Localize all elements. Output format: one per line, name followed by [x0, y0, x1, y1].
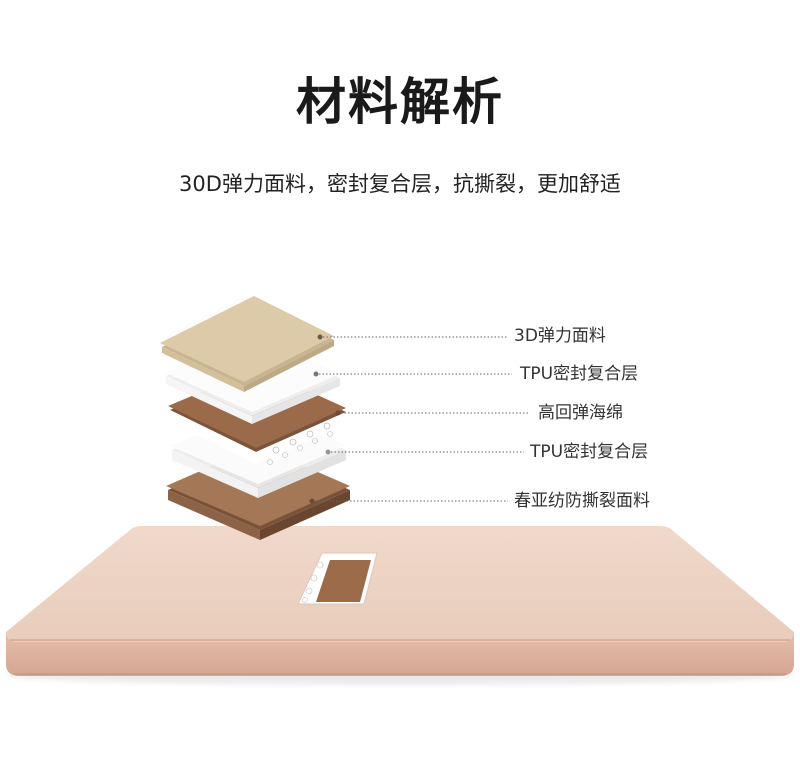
- page-subtitle: 30D弹力面料，密封复合层，抗撕裂，更加舒适: [179, 172, 621, 196]
- layer-label-sponge: 高回弹海绵: [538, 403, 623, 423]
- page-title: 材料解析: [296, 73, 504, 131]
- layer-label-tpu-lower: TPU密封复合层: [530, 442, 649, 462]
- layer-label-bottom-fabric: 春亚纺防撕裂面料: [514, 491, 650, 511]
- layer-label-tpu-upper: TPU密封复合层: [520, 364, 639, 384]
- mattress: [5, 526, 795, 685]
- layer-elastic-fabric: [160, 296, 334, 392]
- leader-lines: [309, 334, 530, 504]
- layer-label-elastic-fabric: 3D弹力面料: [514, 326, 606, 346]
- cutaway-window: [297, 552, 378, 605]
